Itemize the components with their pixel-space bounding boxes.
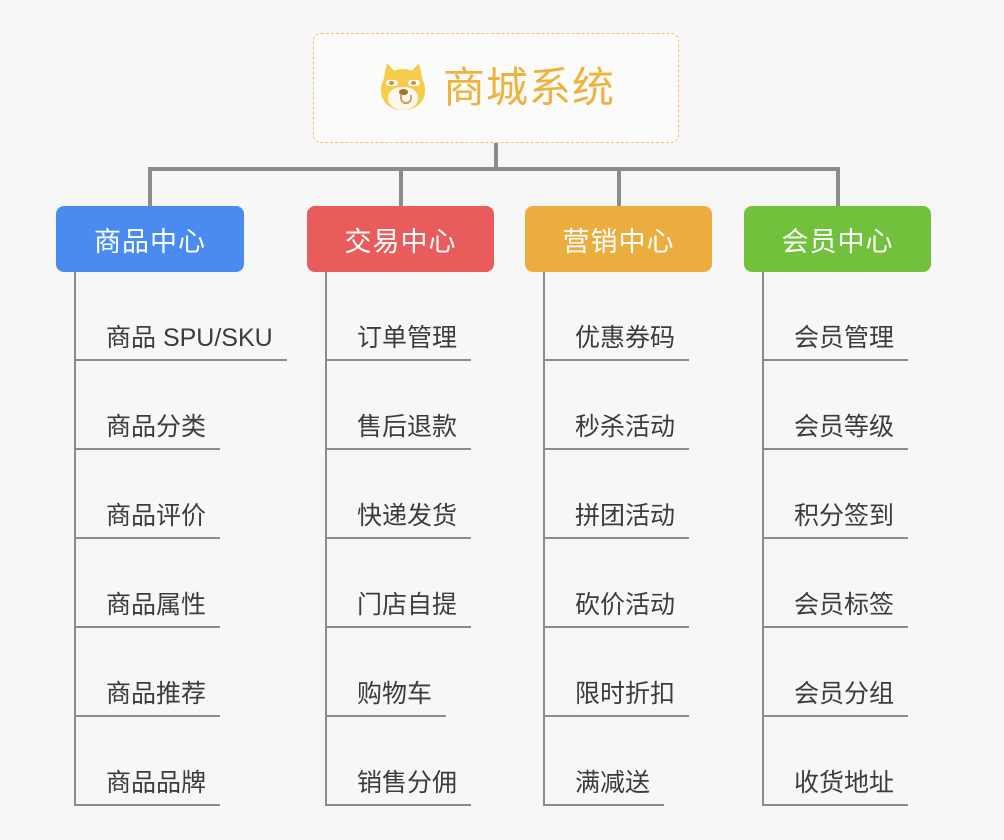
leaf-label: 售后退款: [327, 413, 472, 450]
leaf-list-marketing-center: 优惠券码 秒杀活动 拼团活动 砍价活动 限时折扣 满减送: [543, 272, 775, 806]
dog-face-icon: [377, 61, 429, 114]
list-item[interactable]: 商品属性: [76, 539, 316, 628]
connector-drop-column-2: [399, 167, 403, 206]
list-item[interactable]: 门店自提: [327, 539, 557, 628]
list-item[interactable]: 优惠券码: [545, 272, 775, 361]
leaf-label: 订单管理: [327, 324, 472, 361]
category-label: 商品中心: [94, 226, 206, 257]
leaf-list-product-center: 商品 SPU/SKU 商品分类 商品评价 商品属性 商品推荐 商品品牌: [74, 272, 316, 806]
leaf-label: 限时折扣: [545, 680, 690, 717]
branch-column-product-center: 商品中心 商品 SPU/SKU 商品分类 商品评价 商品属性 商品推荐 商品品牌: [56, 206, 316, 806]
list-item[interactable]: 商品 SPU/SKU: [76, 272, 316, 361]
list-item[interactable]: 售后退款: [327, 361, 557, 450]
list-item[interactable]: 会员分组: [764, 628, 994, 717]
leaf-label: 会员管理: [764, 324, 909, 361]
leaf-label: 拼团活动: [545, 502, 690, 539]
list-item[interactable]: 销售分佣: [327, 717, 557, 806]
connector-drop-column-4: [836, 167, 840, 206]
category-box-product-center[interactable]: 商品中心: [56, 206, 244, 272]
leaf-label: 购物车: [327, 680, 447, 717]
leaf-label: 快递发货: [327, 502, 472, 539]
category-label: 会员中心: [781, 226, 894, 257]
branch-column-member-center: 会员中心 会员管理 会员等级 积分签到 会员标签 会员分组 收货地址: [744, 206, 994, 806]
leaf-label: 优惠券码: [545, 324, 690, 361]
root-node-shop-system[interactable]: 商城系统: [313, 33, 679, 143]
connector-drop-column-1: [148, 167, 152, 206]
category-label: 交易中心: [344, 226, 457, 257]
branch-column-trade-center: 交易中心 订单管理 售后退款 快递发货 门店自提 购物车 销售分佣: [307, 206, 557, 806]
category-box-member-center[interactable]: 会员中心: [744, 206, 931, 272]
leaf-label: 商品评价: [76, 502, 221, 539]
list-item[interactable]: 商品分类: [76, 361, 316, 450]
leaf-label: 砍价活动: [545, 591, 690, 628]
category-box-trade-center[interactable]: 交易中心: [307, 206, 494, 272]
leaf-label: 销售分佣: [327, 769, 472, 806]
leaf-label: 会员等级: [764, 413, 909, 450]
connector-drop-column-3: [617, 167, 621, 206]
list-item[interactable]: 订单管理: [327, 272, 557, 361]
root-title: 商城系统: [442, 64, 615, 111]
leaf-label: 商品 SPU/SKU: [76, 324, 287, 361]
list-item[interactable]: 满减送: [545, 717, 775, 806]
list-item[interactable]: 商品品牌: [76, 717, 316, 806]
category-box-marketing-center[interactable]: 营销中心: [525, 206, 712, 272]
leaf-label: 会员分组: [764, 680, 909, 717]
list-item[interactable]: 秒杀活动: [545, 361, 775, 450]
leaf-label: 会员标签: [764, 591, 909, 628]
leaf-label: 满减送: [545, 769, 665, 806]
leaf-label: 商品推荐: [76, 680, 221, 717]
list-item[interactable]: 购物车: [327, 628, 557, 717]
leaf-label: 商品分类: [76, 413, 221, 450]
leaf-label: 商品品牌: [76, 769, 221, 806]
leaf-label: 门店自提: [327, 591, 472, 628]
leaf-label: 收货地址: [764, 769, 909, 806]
connector-root-stem: [494, 143, 498, 170]
category-label: 营销中心: [562, 226, 675, 257]
leaf-label: 秒杀活动: [545, 413, 690, 450]
list-item[interactable]: 砍价活动: [545, 539, 775, 628]
list-item[interactable]: 商品评价: [76, 450, 316, 539]
leaf-label: 商品属性: [76, 591, 221, 628]
list-item[interactable]: 收货地址: [764, 717, 994, 806]
leaf-label: 积分签到: [764, 502, 909, 539]
branch-column-marketing-center: 营销中心 优惠券码 秒杀活动 拼团活动 砍价活动 限时折扣 满减送: [525, 206, 775, 806]
list-item[interactable]: 限时折扣: [545, 628, 775, 717]
list-item[interactable]: 积分签到: [764, 450, 994, 539]
list-item[interactable]: 商品推荐: [76, 628, 316, 717]
list-item[interactable]: 拼团活动: [545, 450, 775, 539]
list-item[interactable]: 快递发货: [327, 450, 557, 539]
leaf-list-trade-center: 订单管理 售后退款 快递发货 门店自提 购物车 销售分佣: [325, 272, 557, 806]
list-item[interactable]: 会员管理: [764, 272, 994, 361]
leaf-list-member-center: 会员管理 会员等级 积分签到 会员标签 会员分组 收货地址: [762, 272, 994, 806]
list-item[interactable]: 会员等级: [764, 361, 994, 450]
list-item[interactable]: 会员标签: [764, 539, 994, 628]
connector-horizontal-bus: [150, 167, 840, 171]
